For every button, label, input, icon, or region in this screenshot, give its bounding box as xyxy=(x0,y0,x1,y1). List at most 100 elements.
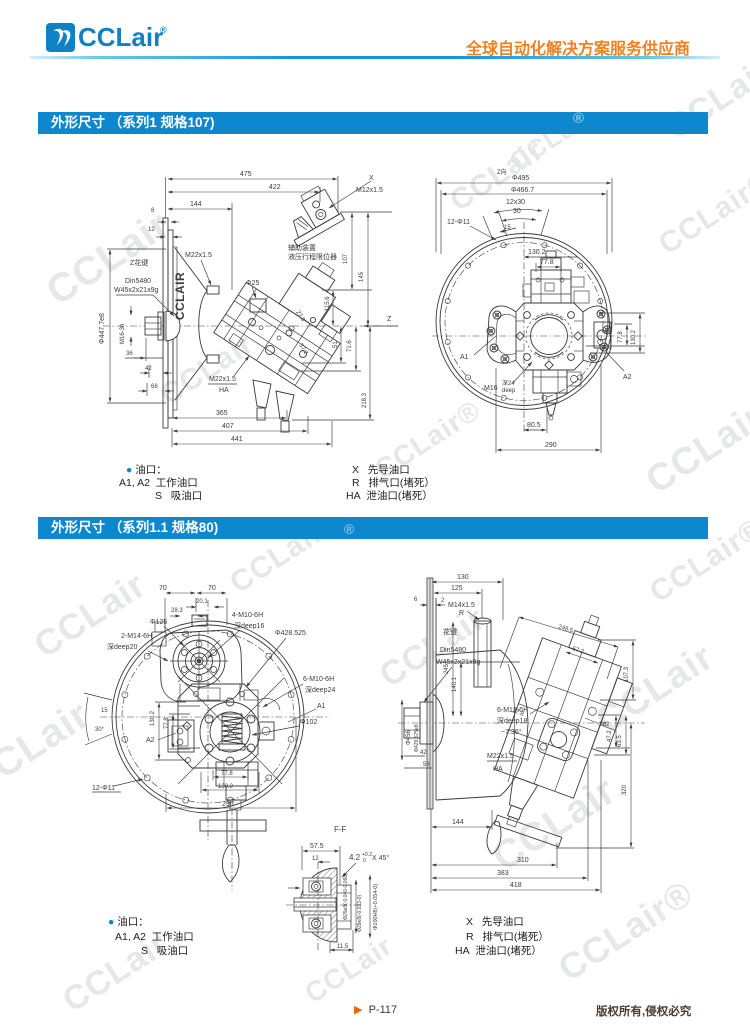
svg-text:~7.36°: ~7.36° xyxy=(501,728,522,736)
svg-text:475: 475 xyxy=(240,171,252,178)
svg-text:422: 422 xyxy=(269,184,281,191)
svg-text:115.6: 115.6 xyxy=(325,296,331,311)
svg-text:A1: A1 xyxy=(317,703,326,710)
svg-text:HA: HA xyxy=(493,766,503,773)
svg-text:Φ495: Φ495 xyxy=(512,175,529,182)
svg-text:218.3: 218.3 xyxy=(362,392,368,408)
svg-text:12-Φ11: 12-Φ11 xyxy=(92,785,115,792)
svg-text:365: 365 xyxy=(216,410,228,417)
svg-text:248.5: 248.5 xyxy=(557,624,574,634)
svg-text:Φ102: Φ102 xyxy=(300,719,317,726)
svg-text:M14x1.5: M14x1.5 xyxy=(448,602,475,609)
svg-text:15: 15 xyxy=(101,708,108,714)
svg-text:F-F: F-F xyxy=(334,825,347,834)
svg-text:290: 290 xyxy=(222,801,234,808)
svg-text:Z花键: Z花键 xyxy=(130,258,148,267)
svg-text:130.2: 130.2 xyxy=(218,784,234,790)
svg-text:深24: 深24 xyxy=(502,379,515,387)
svg-text:4.2: 4.2 xyxy=(349,853,361,862)
svg-text:8: 8 xyxy=(151,208,155,214)
svg-text:28.3: 28.3 xyxy=(171,608,183,614)
svg-text:Φ428.525: Φ428.525 xyxy=(275,630,306,637)
svg-text:80.5: 80.5 xyxy=(527,422,541,429)
svg-text:Φ456: Φ456 xyxy=(406,730,412,745)
svg-text:Φ29e8(-0.033-0): Φ29e8(-0.033-0) xyxy=(357,895,363,932)
svg-text:145: 145 xyxy=(359,271,365,282)
svg-text:Din5480: Din5480 xyxy=(125,278,151,285)
svg-text:130.2: 130.2 xyxy=(150,710,156,726)
svg-text:30: 30 xyxy=(513,208,521,215)
svg-text:407: 407 xyxy=(222,423,234,430)
svg-text:77.8: 77.8 xyxy=(618,331,624,343)
svg-text:6-M12-6H: 6-M12-6H xyxy=(497,707,528,714)
svg-text:12-Φ11: 12-Φ11 xyxy=(447,219,470,226)
svg-text:X: X xyxy=(369,175,374,182)
svg-text:M12x1.5: M12x1.5 xyxy=(356,187,383,194)
svg-text:6-M10-6H: 6-M10-6H xyxy=(303,676,334,683)
svg-text:383: 383 xyxy=(497,870,509,877)
svg-text:花键: 花键 xyxy=(443,627,457,636)
svg-text:Φ82: Φ82 xyxy=(598,722,610,728)
svg-text:12: 12 xyxy=(148,227,155,233)
svg-text:液压行程限位器: 液压行程限位器 xyxy=(288,252,337,261)
svg-text:107: 107 xyxy=(343,253,349,264)
svg-text:245: 245 xyxy=(444,663,450,674)
svg-text:M22x1.5: M22x1.5 xyxy=(185,252,212,259)
svg-text:A2: A2 xyxy=(623,374,632,381)
svg-text:63.5: 63.5 xyxy=(617,735,623,747)
svg-text:HA: HA xyxy=(219,387,229,394)
svg-text:51: 51 xyxy=(333,341,339,348)
svg-text:144: 144 xyxy=(452,819,464,826)
svg-text:57.2: 57.2 xyxy=(297,343,309,357)
svg-text:Φ125: Φ125 xyxy=(150,619,167,626)
svg-text:418: 418 xyxy=(510,882,522,889)
svg-text:130.2: 130.2 xyxy=(528,249,546,256)
svg-text:Φ429.575e8: Φ429.575e8 xyxy=(414,724,420,752)
svg-text:Φ447.7e8: Φ447.7e8 xyxy=(99,313,106,344)
svg-text:M16: M16 xyxy=(484,385,498,392)
svg-text:57.2: 57.2 xyxy=(571,646,585,655)
svg-text:深deep16: 深deep16 xyxy=(234,621,264,630)
svg-text:47.2: 47.2 xyxy=(607,730,613,742)
svg-text:77.8: 77.8 xyxy=(221,771,233,777)
svg-text:A2: A2 xyxy=(146,737,155,744)
svg-text:深deep18: 深deep18 xyxy=(497,716,527,725)
svg-text:130: 130 xyxy=(457,574,469,581)
svg-text:125: 125 xyxy=(451,585,463,592)
svg-text:36: 36 xyxy=(126,351,133,357)
svg-text:deep: deep xyxy=(502,388,516,394)
svg-text:107.3: 107.3 xyxy=(624,666,630,682)
svg-text:Φ25: Φ25 xyxy=(246,280,259,287)
svg-text:辅助装置: 辅助装置 xyxy=(288,243,316,252)
svg-text:M22x1.5: M22x1.5 xyxy=(209,376,236,383)
svg-text:58: 58 xyxy=(423,762,430,768)
svg-text:W45x2x21x9g: W45x2x21x9g xyxy=(436,659,480,666)
svg-text:Φ25e8(-0.040-0.068): Φ25e8(-0.040-0.068) xyxy=(343,873,349,920)
svg-text:0: 0 xyxy=(363,858,366,864)
svg-text:11.5: 11.5 xyxy=(337,944,349,950)
svg-text:27.8: 27.8 xyxy=(511,708,525,718)
svg-text:6: 6 xyxy=(414,597,418,603)
svg-text:Φ466.7: Φ466.7 xyxy=(511,187,534,194)
svg-text:Φ100H8(+0.054-0): Φ100H8(+0.054-0) xyxy=(373,884,379,930)
svg-text:27.8: 27.8 xyxy=(294,310,306,324)
svg-text:310: 310 xyxy=(517,857,529,864)
svg-text:深deep20: 深deep20 xyxy=(107,642,137,651)
svg-text:12x30: 12x30 xyxy=(506,199,525,206)
svg-text:30°: 30° xyxy=(95,727,105,733)
svg-text:77.8: 77.8 xyxy=(164,717,170,729)
svg-text:441: 441 xyxy=(231,436,243,443)
svg-text:140.1: 140.1 xyxy=(452,676,458,692)
svg-text:2: 2 xyxy=(441,598,445,604)
svg-text:290: 290 xyxy=(545,442,557,449)
svg-text:X 45°: X 45° xyxy=(372,854,389,862)
svg-text:12: 12 xyxy=(312,856,319,862)
svg-text:2-M14-6H: 2-M14-6H xyxy=(121,633,152,640)
svg-text:77.8: 77.8 xyxy=(540,259,554,266)
svg-text:Z: Z xyxy=(387,316,392,323)
svg-text:4-M10-6H: 4-M10-6H xyxy=(232,612,263,619)
svg-text:R: R xyxy=(459,610,464,617)
svg-text:20.1: 20.1 xyxy=(196,599,208,605)
svg-text:57.5: 57.5 xyxy=(310,843,324,850)
svg-text:深deep24: 深deep24 xyxy=(305,685,335,694)
